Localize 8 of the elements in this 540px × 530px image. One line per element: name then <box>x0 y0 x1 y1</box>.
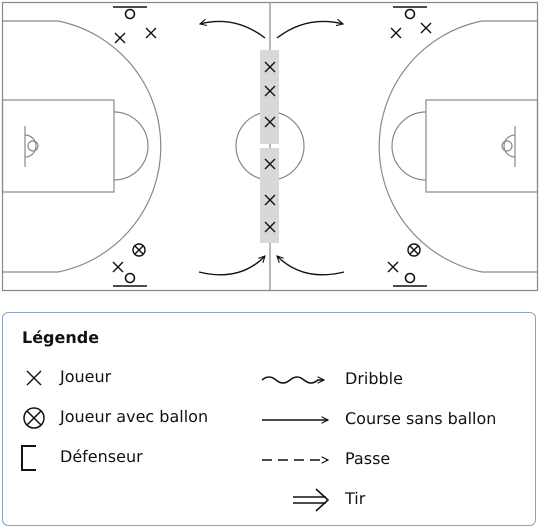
legend-label: Tir <box>345 489 366 509</box>
legend-title: Légende <box>22 328 100 348</box>
legend-label: Course sans ballon <box>345 409 496 429</box>
legend-label: Joueur avec ballon <box>60 407 208 427</box>
legend-label: Joueur <box>60 367 112 387</box>
legend-label: Défenseur <box>60 447 143 467</box>
legend-label: Passe <box>345 449 390 469</box>
legend-label: Dribble <box>345 369 403 389</box>
